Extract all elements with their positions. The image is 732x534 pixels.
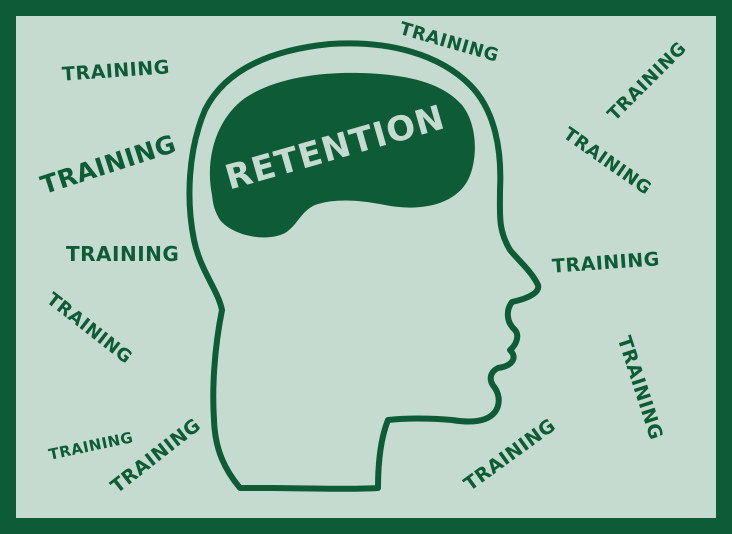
training-word: TRAINING [66, 242, 180, 266]
